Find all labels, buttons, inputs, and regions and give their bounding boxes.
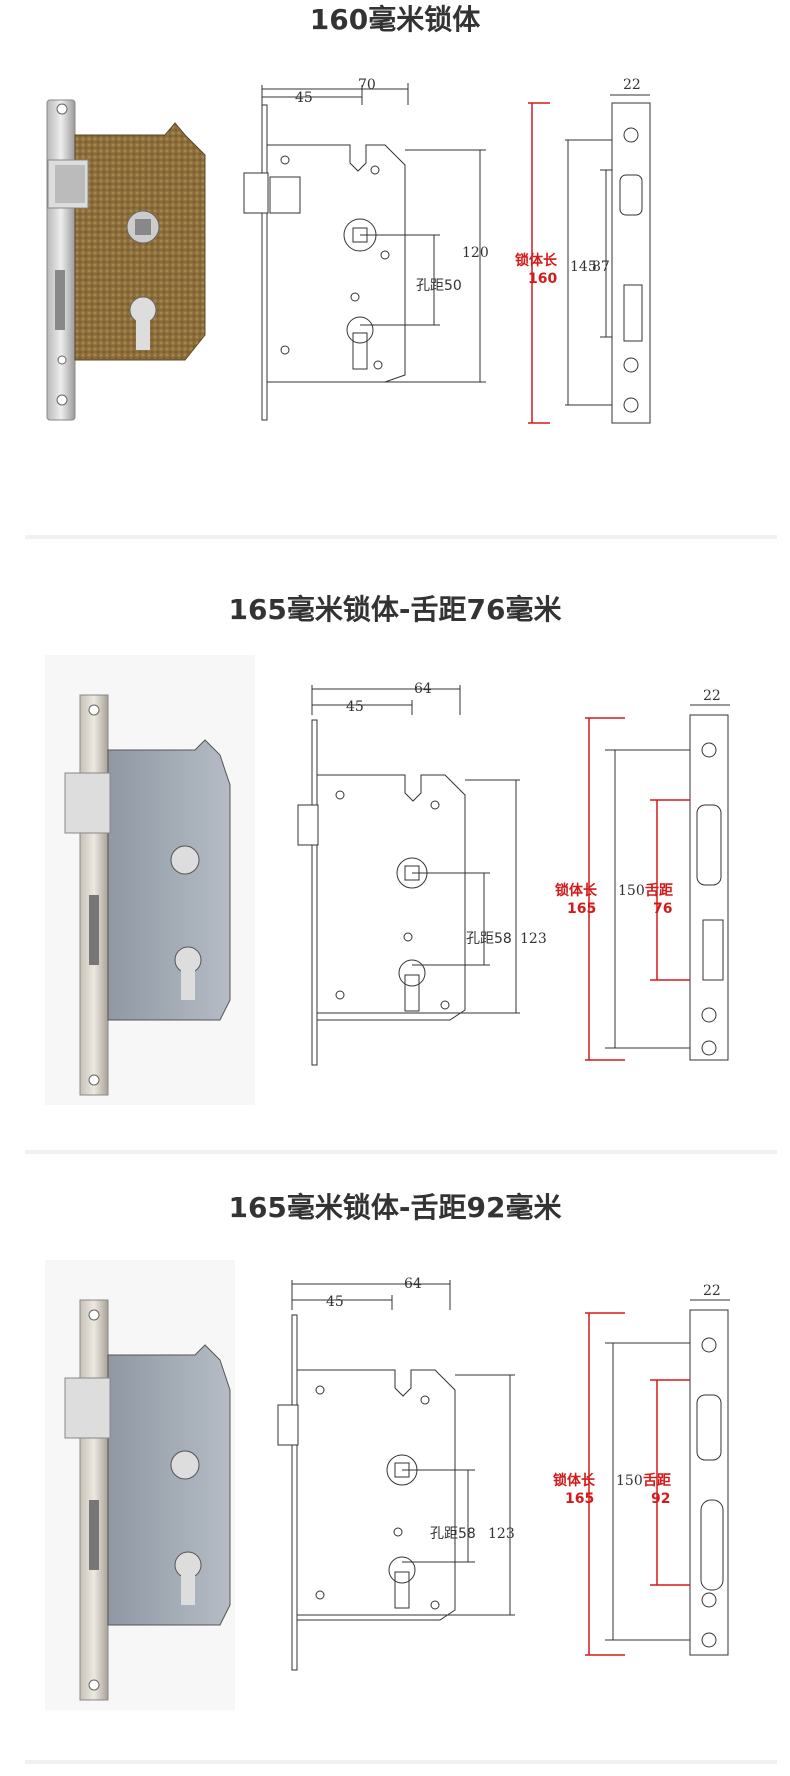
section-2-title: 165毫米锁体-舌距76毫米 xyxy=(228,593,562,626)
section-3-title: 165毫米锁体-舌距92毫米 xyxy=(228,1191,562,1224)
svg-text:45: 45 xyxy=(295,90,313,106)
svg-text:45: 45 xyxy=(346,699,364,715)
lock-photo-steel-92 xyxy=(45,1260,235,1710)
svg-text:锁体长: 锁体长 xyxy=(515,252,558,269)
svg-text:92: 92 xyxy=(651,1491,670,1507)
svg-text:45: 45 xyxy=(326,1294,344,1310)
svg-text:76: 76 xyxy=(653,901,672,917)
svg-text:123: 123 xyxy=(520,931,547,947)
svg-text:22: 22 xyxy=(703,1283,721,1299)
svg-text:150: 150 xyxy=(618,883,645,899)
svg-text:22: 22 xyxy=(623,77,641,93)
svg-text:87: 87 xyxy=(592,259,610,275)
svg-text:孔距50: 孔距50 xyxy=(416,278,462,294)
svg-text:锁体长: 锁体长 xyxy=(555,882,598,899)
svg-text:舌距: 舌距 xyxy=(645,882,673,899)
faceplate-diagram-160: 22 145 87 锁体长 160 xyxy=(515,77,651,424)
svg-text:70: 70 xyxy=(358,77,376,93)
svg-text:145: 145 xyxy=(570,259,597,275)
svg-text:锁体长: 锁体长 xyxy=(553,1472,596,1489)
faceplate-diagram-165-76: 22 150 锁体长 165 舌距 76 xyxy=(555,688,730,1061)
svg-text:123: 123 xyxy=(488,1526,515,1542)
lock-diagram-165-76: 45 64 123 孔距58 xyxy=(297,681,547,1066)
section-1-title: 160毫米锁体 xyxy=(309,3,481,36)
svg-text:64: 64 xyxy=(414,681,432,697)
section-divider xyxy=(25,1150,777,1154)
svg-text:孔距58: 孔距58 xyxy=(466,931,512,947)
svg-text:孔距58: 孔距58 xyxy=(430,1526,476,1542)
svg-text:150: 150 xyxy=(616,1473,643,1489)
lock-diagram-165-92: 45 64 123 孔距58 xyxy=(277,1276,515,1671)
faceplate-diagram-165-92: 22 150 锁体长 165 舌距 92 xyxy=(553,1283,730,1656)
lock-diagram-160: 45 70 120 孔距50 xyxy=(243,77,489,421)
svg-text:165: 165 xyxy=(567,901,596,917)
section-divider xyxy=(25,535,777,539)
section-divider xyxy=(25,1760,777,1764)
svg-text:22: 22 xyxy=(703,688,721,704)
lock-photo-steel-76 xyxy=(45,655,255,1105)
svg-text:舌距: 舌距 xyxy=(643,1472,671,1489)
svg-text:64: 64 xyxy=(404,1276,422,1292)
svg-text:120: 120 xyxy=(462,245,489,261)
svg-text:160: 160 xyxy=(528,271,557,287)
svg-text:165: 165 xyxy=(565,1491,594,1507)
lock-photo-bronze xyxy=(46,99,206,421)
